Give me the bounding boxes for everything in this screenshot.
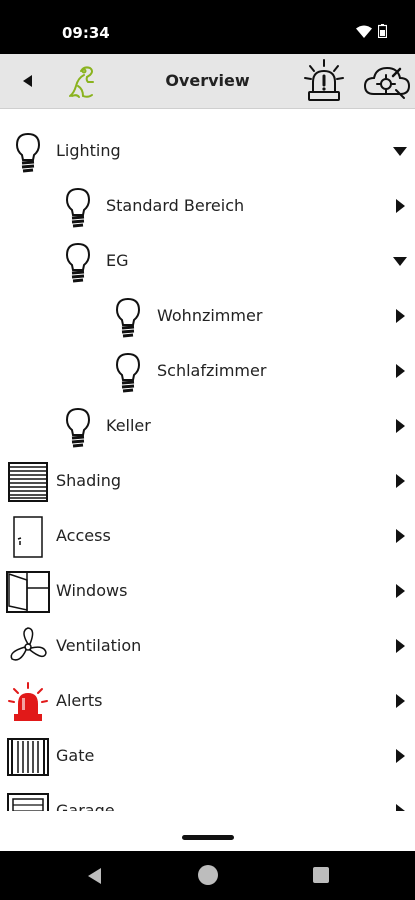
tree-item-label: Ventilation xyxy=(56,636,142,655)
tree-item-label: Wohnzimmer xyxy=(157,306,263,325)
page-title: Overview xyxy=(165,71,250,90)
lightbulb-icon xyxy=(115,352,141,393)
cloud-settings-button[interactable] xyxy=(362,60,412,104)
caret-right-icon[interactable] xyxy=(393,803,407,811)
tree-item-windows[interactable]: Windows xyxy=(0,564,415,619)
tree-item-access[interactable]: Access xyxy=(0,509,415,564)
caret-down-icon[interactable] xyxy=(393,253,407,269)
tree-item-label: Shading xyxy=(56,471,121,490)
status-time: 09:34 xyxy=(62,24,110,42)
window-icon xyxy=(6,571,50,613)
caret-right-icon[interactable] xyxy=(393,583,407,599)
gesture-handle[interactable] xyxy=(182,835,234,840)
tree-item-alerts[interactable]: Alerts xyxy=(0,674,415,729)
caret-right-icon[interactable] xyxy=(393,748,407,764)
garage-icon xyxy=(7,793,49,811)
tree-item-schlafzimmer[interactable]: Schlafzimmer xyxy=(0,344,415,399)
lightbulb-icon xyxy=(65,242,91,283)
gate-icon xyxy=(7,738,49,776)
tree-item-shading[interactable]: Shading xyxy=(0,454,415,509)
tree-item-label: Windows xyxy=(56,581,128,600)
tree-item-gate[interactable]: Gate xyxy=(0,729,415,784)
wifi-icon xyxy=(356,25,372,38)
battery-icon xyxy=(378,24,387,38)
alarm-light-icon xyxy=(8,682,48,721)
caret-right-icon[interactable] xyxy=(393,528,407,544)
door-icon xyxy=(13,516,43,558)
lightbulb-icon xyxy=(15,132,41,173)
tree-item-ventilation[interactable]: Ventilation xyxy=(0,619,415,674)
system-nav-bar xyxy=(0,851,415,900)
tree-item-label: Keller xyxy=(106,416,151,435)
lightbulb-icon xyxy=(65,407,91,448)
tree-item-label: Lighting xyxy=(56,141,121,160)
tree-item-label: Alerts xyxy=(56,691,103,710)
tree-item-label: Gate xyxy=(56,746,95,765)
tree-item-garage[interactable]: Garage xyxy=(0,784,415,811)
caret-right-icon[interactable] xyxy=(393,198,407,214)
tree-item-label: Access xyxy=(56,526,111,545)
tree-item-lighting[interactable]: Lighting xyxy=(0,124,415,179)
tree-item-standard-bereich[interactable]: Standard Bereich xyxy=(0,179,415,234)
caret-right-icon[interactable] xyxy=(393,418,407,434)
caret-down-icon[interactable] xyxy=(393,143,407,159)
status-bar: 09:34 xyxy=(0,0,415,54)
caret-right-icon[interactable] xyxy=(393,638,407,654)
tree-item-label: Garage xyxy=(56,801,115,811)
caret-right-icon[interactable] xyxy=(393,308,407,324)
nav-home-button[interactable] xyxy=(198,865,218,885)
app-logo-icon[interactable] xyxy=(62,62,102,102)
gesture-area xyxy=(0,811,415,851)
nav-back-icon[interactable] xyxy=(86,867,102,885)
tree-item-label: Schlafzimmer xyxy=(157,361,267,380)
back-arrow-icon xyxy=(23,75,32,87)
tree-item-keller[interactable]: Keller xyxy=(0,399,415,454)
caret-right-icon[interactable] xyxy=(393,473,407,489)
lightbulb-icon xyxy=(65,187,91,228)
tree-item-label: EG xyxy=(106,251,129,270)
tree-item-label: Standard Bereich xyxy=(106,196,245,215)
tree-item-wohnzimmer[interactable]: Wohnzimmer xyxy=(0,289,415,344)
shutter-icon xyxy=(8,462,48,502)
tree-item-eg[interactable]: EG xyxy=(0,234,415,289)
status-icons xyxy=(356,24,387,38)
app-bar: Overview xyxy=(0,54,415,109)
back-button[interactable] xyxy=(14,68,40,94)
caret-right-icon[interactable] xyxy=(393,693,407,709)
nav-recents-button[interactable] xyxy=(313,867,329,883)
caret-right-icon[interactable] xyxy=(393,363,407,379)
fan-icon xyxy=(10,627,47,661)
lightbulb-icon xyxy=(115,297,141,338)
alarm-button[interactable] xyxy=(302,58,346,104)
